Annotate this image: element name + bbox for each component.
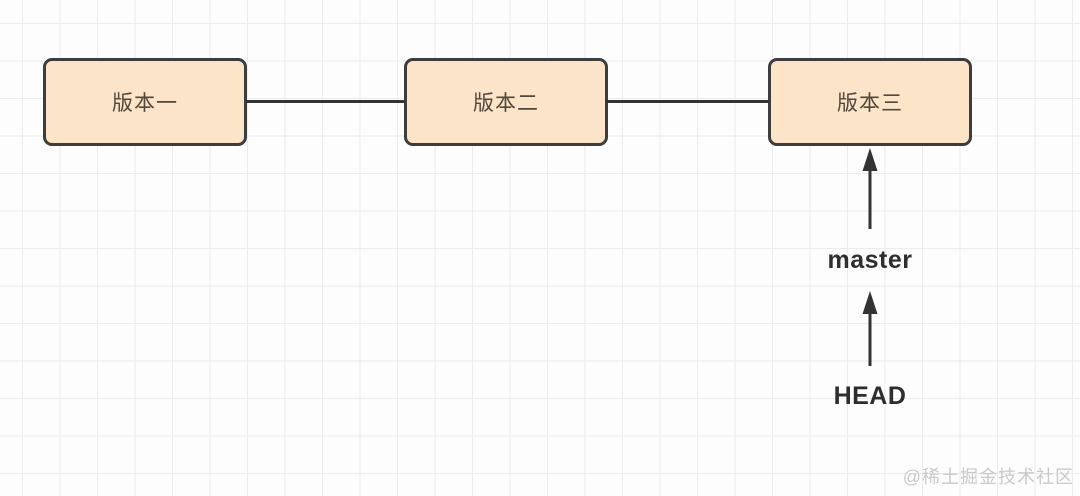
- connector-v2-v3: [606, 100, 769, 103]
- node-version-2-label: 版本二: [473, 92, 539, 115]
- connector-v1-v2: [246, 100, 405, 103]
- head-pointer-label: HEAD: [833, 382, 907, 410]
- node-version-3: 版本三: [768, 58, 972, 146]
- node-version-2: 版本二: [404, 58, 608, 146]
- node-version-1: 版本一: [43, 58, 247, 146]
- node-version-3-label: 版本三: [837, 92, 903, 115]
- node-version-1-label: 版本一: [112, 92, 178, 115]
- master-arrow-head-icon: [862, 148, 878, 171]
- watermark: @稀土掘金技术社区: [902, 467, 1074, 487]
- head-arrow-head-icon: [862, 291, 878, 314]
- master-pointer-label: master: [827, 246, 913, 274]
